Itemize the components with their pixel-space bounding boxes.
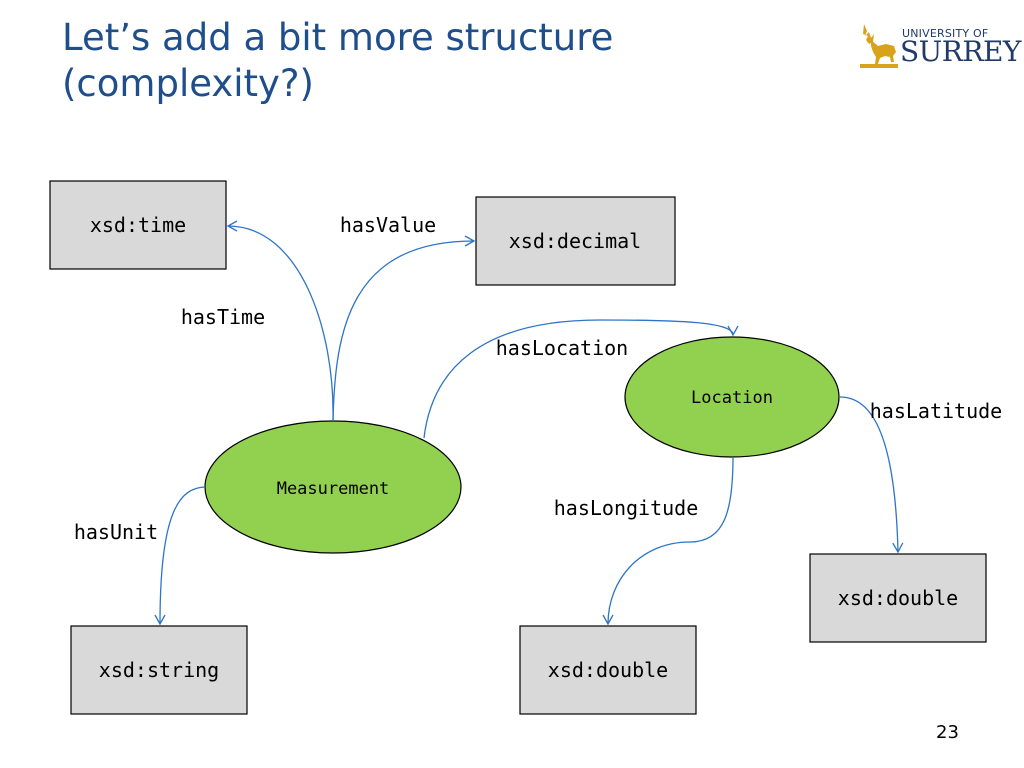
edge-has-latitude (839, 396, 904, 554)
literal-box-latitude: xsd:double (809, 553, 987, 643)
literal-box-string: xsd:string (70, 625, 248, 715)
literal-decimal-label: xsd:decimal (509, 229, 641, 253)
literal-latitude-label: xsd:double (838, 586, 958, 610)
stag-icon (860, 24, 898, 68)
edge-label-has-longitude: hasLongitude (554, 496, 699, 520)
class-node-measurement: Measurement (204, 420, 462, 554)
literal-time-label: xsd:time (90, 213, 186, 237)
edge-label-has-location: hasLocation (496, 336, 628, 360)
literal-box-time: xsd:time (49, 180, 227, 270)
edge-label-has-time: hasTime (181, 305, 265, 329)
location-label: Location (691, 388, 773, 408)
university-logo: UNIVERSITY OF SURREY (858, 22, 1021, 72)
edge-has-location (423, 319, 739, 439)
logo-university-text: UNIVERSITY OF (902, 27, 989, 40)
edge-label-has-unit: hasUnit (74, 520, 158, 544)
class-node-location: Location (624, 336, 840, 458)
edge-has-value (332, 235, 476, 422)
literal-string-label: xsd:string (99, 658, 219, 682)
edge-label-has-value: hasValue (340, 213, 436, 237)
logo-surrey-text: SURREY (900, 35, 1021, 68)
edge-has-time (226, 220, 334, 422)
literal-longitude-label: xsd:double (548, 658, 668, 682)
edge-has-unit (154, 486, 206, 626)
slide-title: Let’s add a bit more structure (complexi… (62, 15, 762, 107)
slide-title-line2: (complexity?) (62, 62, 314, 105)
literal-box-decimal: xsd:decimal (475, 196, 676, 286)
page-number: 23 (936, 722, 959, 743)
literal-box-longitude: xsd:double (519, 625, 697, 715)
edge-label-has-latitude: hasLatitude (870, 399, 1002, 423)
edge-has-longitude (602, 456, 734, 626)
slide-title-line1: Let’s add a bit more structure (62, 16, 614, 59)
measurement-label: Measurement (277, 479, 390, 499)
